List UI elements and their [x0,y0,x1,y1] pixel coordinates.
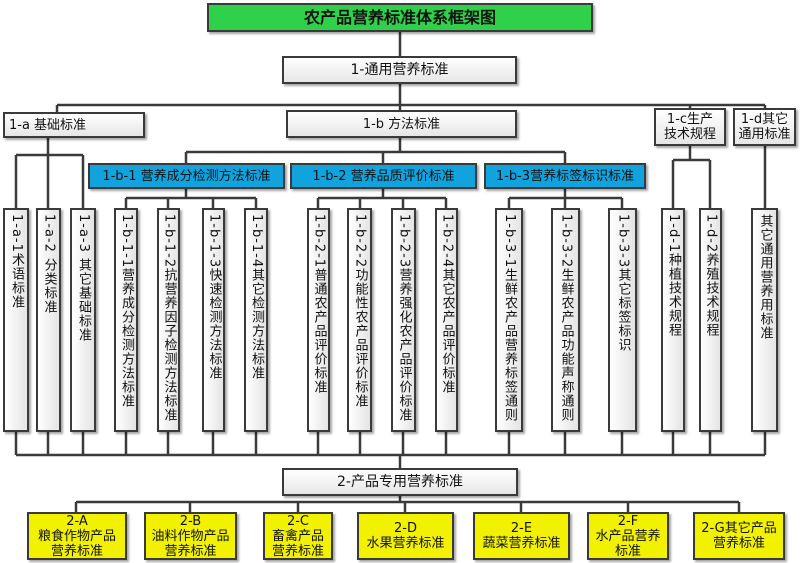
node-production-regulations: 1-c生产 技术规程 [654,108,726,146]
product-standard-grain: 2-A 粮食作物产品 营养标准 [27,512,127,560]
leaf-standard: 1-b-3-1生鲜农产品营养标签通则 [495,208,523,432]
connector [14,432,767,468]
node-general-nutrition-standards: 1-通用营养标准 [282,56,517,84]
leaf-standard: 1-d-2养殖技术规程 [699,208,722,432]
connector [671,146,767,208]
leaf-standard: 1-d-1种植技术规程 [661,208,685,432]
leaf-standard: 1-b-2-1普通农产品评价标准 [307,208,330,432]
leaf-standard: 1-b-1-4其它检测方法标准 [244,208,268,432]
connector [55,32,767,112]
node-method-standards: 1-b 方法标准 [286,110,517,138]
leaf-standard: 1-b-2-4其它农产品评价标准 [435,208,458,432]
product-standard-fruit: 2-D 水果营养标准 [357,512,454,560]
connector [124,189,258,208]
leaf-standard: 1-b-2-3营养强化农产品评价标准 [391,208,416,432]
product-standard-oilseed: 2-B 油料作物产品 营养标准 [144,512,237,560]
group-nutrition-quality-evaluation: 1-b-2 营养品质评价标准 [290,163,477,189]
connector [316,189,448,208]
leaf-standard: 1-b-2-2功能性农产品评价标准 [347,208,372,432]
connector [507,189,624,208]
leaf-standard: 1-b-1-3快速检测方法标准 [202,208,225,432]
diagram-title: 农产品营养标准体系框架图 [207,3,593,32]
leaf-standard: 1-b-1-2抗营养因子检测方法标准 [157,208,180,432]
node-product-specific-standards: 2-产品专用营养标准 [282,468,518,496]
connector [184,138,567,163]
node-other-general-standards: 1-d其它 通用标准 [733,108,796,146]
leaf-standard: 1-b-3-3其它标签标识 [608,208,637,432]
leaf-standard: 1-a-3 其它基础标准 [70,208,96,432]
product-standard-other: 2-G其它产品 营养标准 [693,512,785,560]
product-standard-vegetable: 2-E 蔬菜营养标准 [473,512,570,560]
connector [14,138,85,208]
leaf-standard: 1-a-1术语标准 [3,208,29,432]
product-standard-livestock: 2-C 畜禽产品 营养标准 [263,512,333,560]
leaf-standard: 1-b-1-1营养成分检测方法标准 [114,208,138,432]
leaf-standard: 其它通用营养用标准 [751,208,778,432]
product-standard-aquatic: 2-F 水产品营养 标准 [587,512,669,560]
connector [74,496,741,512]
node-basic-standards: 1-a 基础标准 [3,112,145,138]
group-nutrient-testing-methods: 1-b-1 营养成分检测方法标准 [88,163,285,189]
leaf-standard: 1-b-3-2生鲜农产品功能声称通则 [551,208,580,432]
group-nutrition-labeling: 1-b-3营养标签标识标准 [484,163,646,189]
leaf-standard: 1-a-2 分类标准 [36,208,61,432]
